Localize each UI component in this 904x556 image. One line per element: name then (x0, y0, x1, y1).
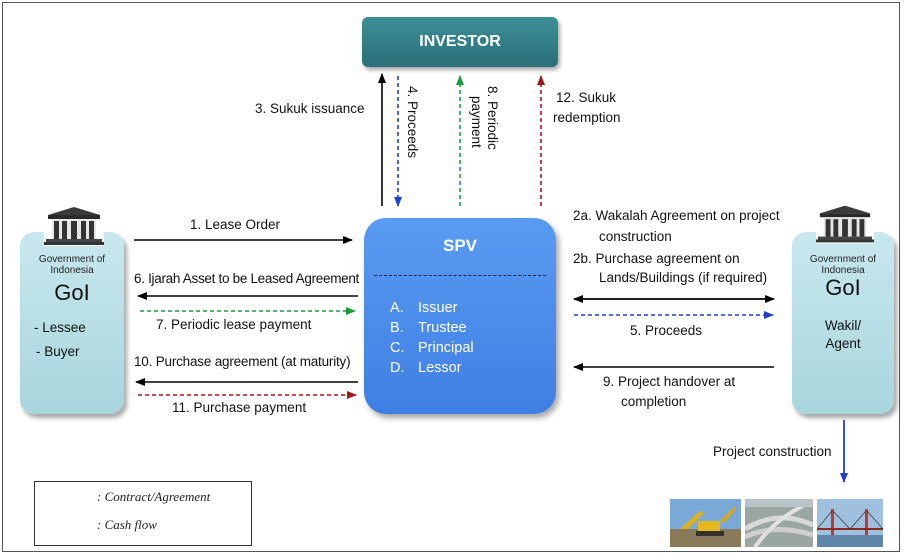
spv-role-letter: B. (390, 320, 404, 336)
label-proceeds-vertical: 4. Proceeds (405, 86, 420, 159)
spv-role-label: Principal (418, 340, 474, 356)
label-sukuk-redemption-line1: 12. Sukuk (556, 90, 617, 105)
goi-right-caption-line1: Government of (809, 254, 877, 265)
construction-photo (670, 499, 741, 547)
spv-role-issuer: A. Issuer (390, 300, 458, 316)
goi-left-caption-line2: Indonesia (50, 265, 94, 276)
goi-right-name: GoI (825, 275, 861, 300)
label-wakalah-line2: construction (599, 229, 672, 244)
goi-right-role-line2: Agent (825, 336, 861, 351)
spv-role-lessor: D. Lessor (390, 360, 462, 376)
investor-label: INVESTOR (419, 33, 501, 50)
label-wakalah-line1: 2a. Wakalah Agreement on project (573, 208, 780, 223)
legend-contract-label: : Contract/Agreement (97, 489, 211, 504)
goi-left-box: Government of Indonesia GoI - Lessee - B… (20, 232, 124, 414)
goi-left-caption-line1: Government of (38, 254, 106, 265)
spv-role-label: Issuer (418, 300, 458, 316)
label-periodic-lease-payment: 7. Periodic lease payment (156, 317, 312, 332)
spv-role-letter: C. (390, 340, 405, 356)
spv-role-letter: D. (390, 360, 405, 376)
label-proceeds-right: 5. Proceeds (630, 323, 703, 338)
spv-role-letter: A. (390, 300, 404, 316)
label-project-handover-line1: 9. Project handover at (603, 374, 736, 389)
label-periodic-payment-line1: 8. Periodic (485, 86, 500, 150)
label-project-construction: Project construction (713, 444, 832, 459)
label-ijarah-agreement: 6. Ijarah Asset to be Leased Agreement (134, 271, 360, 286)
investor-box: INVESTOR (362, 17, 558, 67)
spv-role-label: Trustee (418, 320, 467, 336)
spv-role-label: Lessor (418, 360, 462, 376)
bridge-photo (817, 499, 883, 547)
spv-role-trustee: B. Trustee (390, 320, 467, 336)
label-sukuk-redemption-line2: redemption (553, 110, 621, 125)
goi-left-role-lessee: - Lessee (34, 320, 86, 335)
goi-right-caption-line2: Indonesia (821, 265, 865, 276)
label-project-handover-line2: completion (621, 394, 687, 409)
spv-title: SPV (442, 236, 478, 255)
goi-right-box: Government of Indonesia GoI Wakil/ Agent (792, 232, 894, 414)
legend-cashflow-label: : Cash flow (97, 517, 157, 532)
label-lease-order: 1. Lease Order (190, 217, 281, 232)
label-purchase-lands-line2: Lands/Buildings (if required) (599, 270, 768, 285)
government-building-icon (44, 206, 104, 246)
spv-box: SPV A. Issuer B. Trustee C. Principal D. Les… (364, 218, 556, 414)
label-periodic-payment: 8. Periodic payment (468, 86, 500, 150)
label-purchase-lands-line1: 2b. Purchase agreement on (573, 251, 740, 266)
label-periodic-payment-line2: payment (469, 96, 484, 148)
label-purchase-agreement: 10. Purchase agreement (at maturity) (134, 354, 351, 369)
goi-left-role-buyer: - Buyer (36, 344, 80, 359)
label-sukuk-issuance: 3. Sukuk issuance (255, 101, 365, 116)
spv-divider (374, 275, 546, 276)
spv-role-principal: C. Principal (390, 340, 474, 356)
goi-right-role-line1: Wakil/ (824, 318, 862, 333)
label-purchase-payment: 11. Purchase payment (172, 400, 307, 415)
government-building-icon (816, 204, 874, 244)
legend-box: : Contract/Agreement : Cash flow (34, 481, 252, 546)
highway-interchange-photo (745, 499, 813, 547)
goi-left-name: GoI (54, 280, 90, 305)
